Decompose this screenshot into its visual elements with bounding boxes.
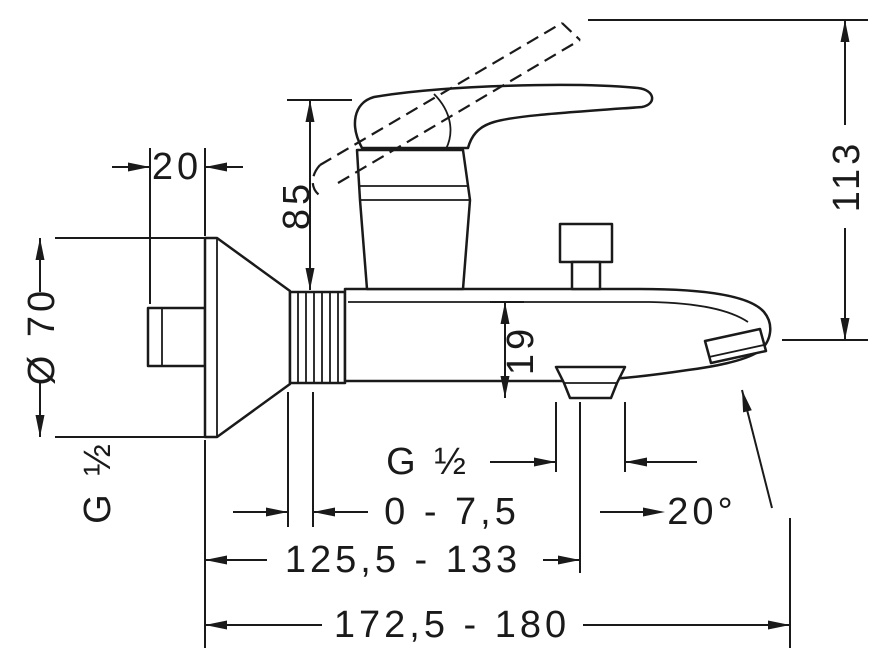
- raised-lever-line-2: [337, 39, 581, 184]
- dimension-arrow: [742, 390, 752, 413]
- raised-lever-tip: [561, 22, 581, 41]
- dimension-arrow: [643, 507, 665, 517]
- dimension-arrow: [205, 555, 227, 565]
- dimension-arrow: [35, 238, 45, 260]
- dim-label-nipple-depth: 20: [152, 146, 202, 188]
- raised-lever-line-1: [319, 22, 563, 166]
- dimension-arrow: [305, 268, 315, 290]
- wall-nipple: [146, 306, 207, 368]
- lever-handle: [353, 83, 654, 150]
- dim-label-wall-to-outlet: 125,5 - 133: [285, 539, 521, 581]
- dim-label-spout-angle: 20°: [667, 491, 736, 533]
- dimension-arrow: [840, 318, 850, 340]
- dimension-arrow: [313, 507, 335, 517]
- lever-knob-line: [433, 93, 452, 150]
- dimension-arrow: [625, 457, 647, 467]
- raised-lever-dashed: [311, 22, 581, 198]
- arrowheads: [35, 20, 850, 630]
- dimension-arrow: [500, 376, 510, 398]
- dimension-arrow: [500, 302, 510, 324]
- union-nut-knurling: [297, 292, 339, 383]
- faucet-body-group: [146, 83, 772, 439]
- dim-label-adjust-range: 0 - 7,5: [384, 491, 520, 533]
- dim-label-wall-thread: G ½: [77, 440, 119, 524]
- dim-label-overall-height: 113: [826, 140, 868, 213]
- dim-label-outlet-thread: G ½: [386, 441, 470, 483]
- body-contour-line: [348, 301, 749, 323]
- extension-lines: [55, 19, 868, 648]
- dimension-arrow: [534, 457, 556, 467]
- dim-label-overall-depth: 172,5 - 180: [334, 604, 570, 646]
- aerator-inner-line: [708, 344, 765, 358]
- dimension-arrow: [305, 100, 315, 122]
- dimension-arrow: [128, 162, 150, 172]
- dimension-arrow: [768, 620, 790, 630]
- handle-base: [355, 148, 472, 291]
- dimension-arrow: [205, 162, 227, 172]
- dim-label-escutcheon-diameter: Ø 70: [21, 287, 63, 385]
- raised-lever-pivot-arc: [311, 164, 323, 198]
- dim-label-outlet-drop: 19: [500, 325, 542, 375]
- dim-label-handle-height: 85: [276, 180, 318, 230]
- dimension-arrow: [35, 415, 45, 437]
- dimension-arrow: [840, 20, 850, 42]
- dimension-labels: 20 85 Ø 70 G ½ 113 19 G ½ 0 - 7,5 20° 12…: [21, 140, 868, 646]
- union-nut: [288, 290, 347, 385]
- dimension-arrow: [558, 555, 580, 565]
- diverter-knob: [558, 222, 614, 264]
- dimension-arrow: [266, 507, 288, 517]
- dimension-arrow: [205, 620, 227, 630]
- diverter-stem: [570, 260, 602, 291]
